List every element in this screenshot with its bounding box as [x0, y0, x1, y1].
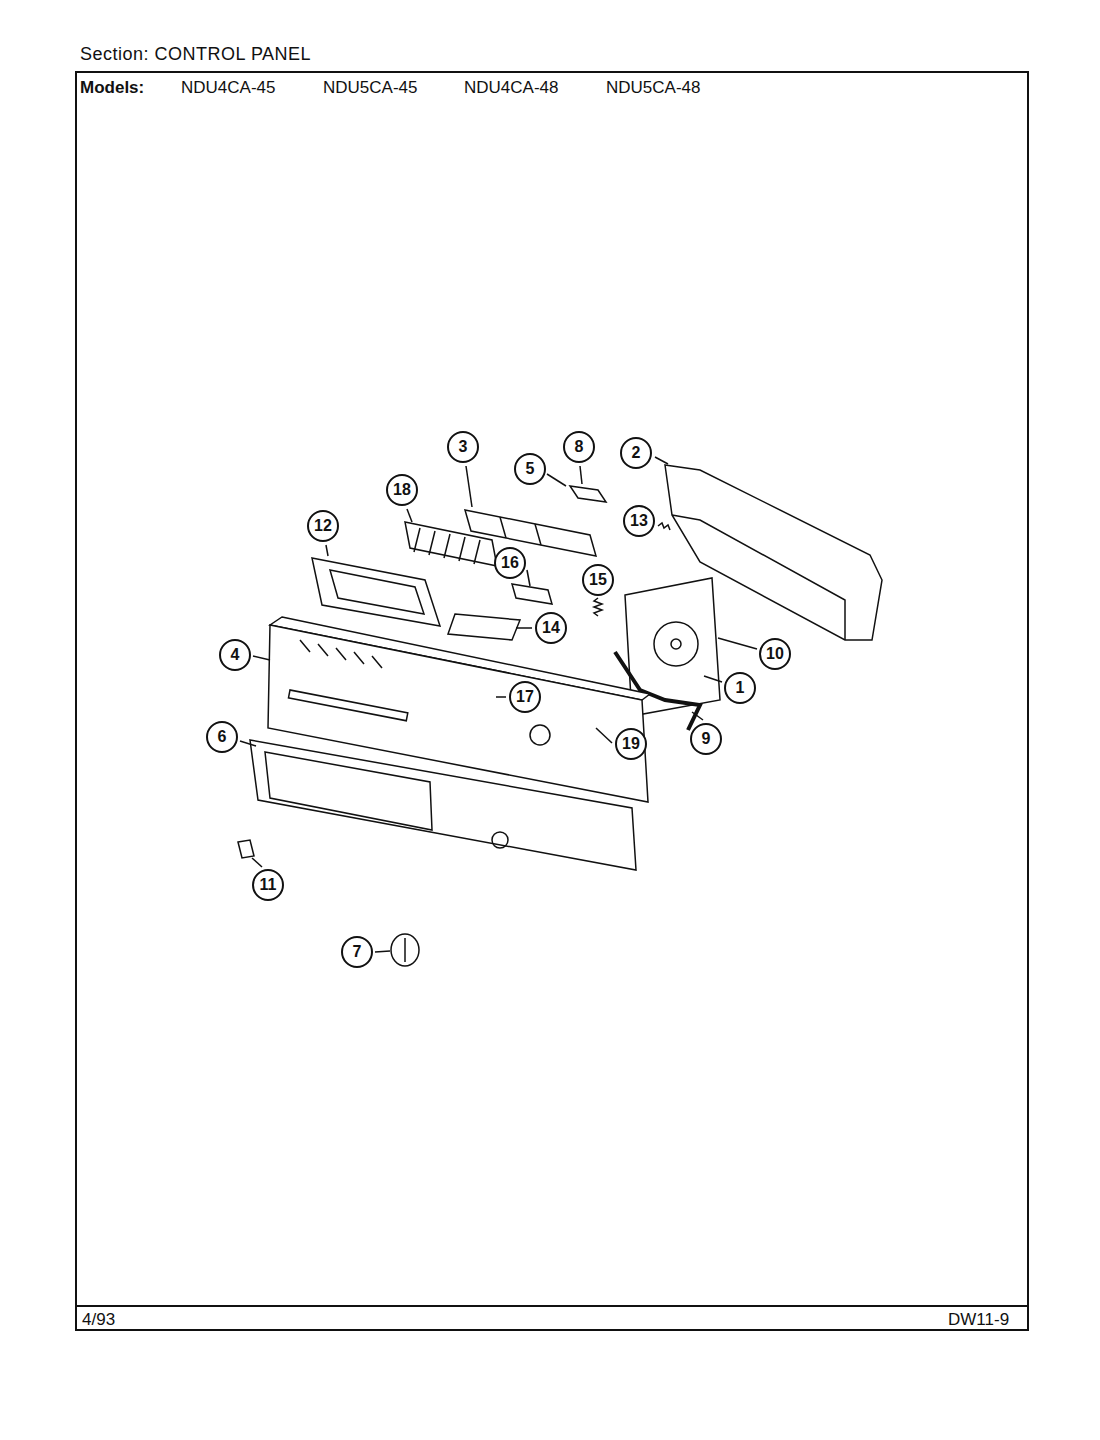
callout-number: 18: [393, 482, 411, 498]
callout-circle: 17: [509, 681, 541, 713]
callout-number: 4: [231, 647, 240, 663]
switch-bar: [405, 522, 497, 566]
callout-circle: 6: [206, 721, 238, 753]
callout-circle: 18: [386, 474, 418, 506]
callout-circle: 9: [690, 723, 722, 755]
control-knob: [391, 934, 419, 966]
callout-circle: 5: [514, 453, 546, 485]
leader-line: [375, 951, 390, 952]
page-code: DW11-9: [948, 1310, 1009, 1330]
leader-line: [692, 712, 703, 720]
leader-line: [718, 638, 757, 649]
section-title: Section: CONTROL PANEL: [80, 44, 311, 65]
callout-number: 17: [516, 689, 534, 705]
console-slots: [300, 640, 382, 668]
console-window: [288, 690, 407, 721]
leader-line: [253, 656, 270, 660]
button-frame: [312, 558, 440, 626]
callout-circle: 15: [582, 564, 614, 596]
knob-mark: [404, 938, 406, 962]
fascia-window: [265, 752, 432, 830]
callout-number: 6: [218, 729, 227, 745]
frame-window: [330, 570, 424, 614]
leader-line: [704, 676, 722, 682]
callout-circle: 4: [219, 639, 251, 671]
callout-number: 1: [736, 680, 745, 696]
callout-number: 9: [702, 731, 711, 747]
callout-circle: 2: [620, 437, 652, 469]
spring-part: [658, 523, 670, 530]
switch-block: [570, 486, 606, 502]
callout-circle: 7: [341, 936, 373, 968]
leader-line: [516, 627, 532, 629]
leader-line: [240, 741, 256, 746]
model-number: NDU4CA-45: [181, 78, 275, 98]
callout-circle: 12: [307, 510, 339, 542]
console-hole: [530, 725, 550, 745]
fascia-panel: [250, 740, 636, 870]
leader-line: [252, 858, 262, 867]
callout-circle: 1: [724, 672, 756, 704]
page-frame: [76, 72, 1028, 1330]
callout-circle: 8: [563, 431, 595, 463]
leader-line: [407, 509, 412, 522]
callout-number: 16: [501, 555, 519, 571]
callout-number: 10: [766, 646, 784, 662]
callout-number: 2: [632, 445, 641, 461]
callout-circle: 14: [535, 612, 567, 644]
leader-line: [547, 474, 566, 486]
leader-line: [466, 466, 472, 507]
callout-circle: 11: [252, 869, 284, 901]
fascia-hole: [492, 832, 508, 848]
callout-circle: 16: [494, 547, 526, 579]
callout-number: 15: [589, 572, 607, 588]
spring-part: [594, 598, 602, 616]
callout-number: 12: [314, 518, 332, 534]
timer-dial: [654, 622, 698, 666]
callout-number: 3: [459, 439, 468, 455]
callout-number: 19: [622, 736, 640, 752]
callout-number: 14: [542, 620, 560, 636]
footer-rule: [76, 1305, 1028, 1307]
insulator-plate: [448, 614, 520, 640]
leader-line: [527, 570, 530, 586]
callout-circle: 10: [759, 638, 791, 670]
date-code: 4/93: [82, 1310, 115, 1330]
callout-circle: 13: [623, 505, 655, 537]
panel-divider: [535, 524, 541, 545]
callout-circle: 19: [615, 728, 647, 760]
leader-line: [496, 696, 506, 698]
panel-divider: [500, 517, 506, 538]
bracket-part: [512, 584, 552, 604]
callout-number: 5: [526, 461, 535, 477]
callout-circle: 3: [447, 431, 479, 463]
timer-hub: [671, 639, 681, 649]
bar-teeth: [414, 528, 480, 564]
leader-line: [655, 457, 668, 464]
callout-number: 8: [575, 439, 584, 455]
callout-number: 13: [630, 513, 648, 529]
callout-number: 7: [353, 944, 362, 960]
model-number: NDU5CA-45: [323, 78, 417, 98]
model-number: NDU5CA-48: [606, 78, 700, 98]
leader-line: [596, 728, 612, 743]
leader-line: [326, 545, 328, 556]
models-heading: Models:: [80, 78, 144, 98]
button-cap: [238, 840, 254, 858]
callout-number: 11: [260, 877, 277, 893]
leader-line: [580, 466, 582, 484]
leader-lines: [240, 457, 757, 952]
model-number: NDU4CA-48: [464, 78, 558, 98]
